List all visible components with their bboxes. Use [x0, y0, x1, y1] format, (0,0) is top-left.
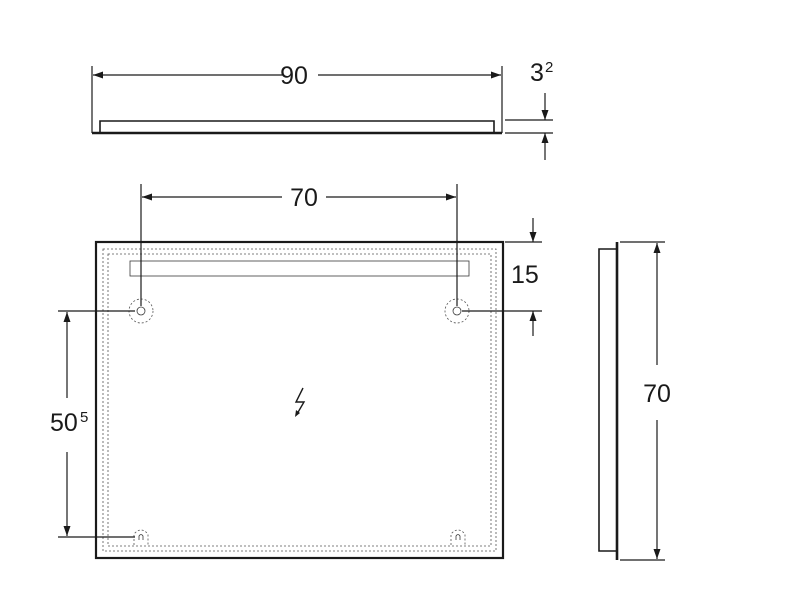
bottom-slot-left-outer — [133, 529, 149, 545]
side-view-body — [598, 248, 617, 552]
mirror-outline — [94, 240, 505, 560]
top-offset-label: 15 — [511, 261, 539, 289]
bottom-slot-right — [455, 534, 461, 540]
vertical-offset-sup: 5 — [80, 409, 88, 426]
depth-dimension-label: 3 — [530, 59, 544, 87]
lightning-bolt-icon — [294, 387, 306, 417]
hole-spacing-label: 70 — [290, 184, 318, 212]
width-dimension-label: 90 — [280, 62, 308, 90]
depth-dimension-sup: 2 — [545, 59, 553, 76]
mount-hole-right — [452, 306, 462, 316]
top-view: 90 3 2 — [91, 59, 553, 160]
side-view: 70 — [598, 241, 671, 561]
bottom-slot-left — [138, 534, 144, 540]
light-strip — [129, 260, 470, 277]
inner-border-outer — [102, 248, 497, 552]
top-view-body — [99, 120, 495, 132]
vertical-offset-label: 50 — [50, 409, 78, 437]
front-view: 70 15 50 5 — [50, 184, 542, 560]
mount-hole-left — [136, 306, 146, 316]
inner-border-inner — [107, 253, 492, 547]
bottom-slot-right-outer — [450, 529, 466, 545]
side-height-label: 70 — [643, 380, 671, 408]
